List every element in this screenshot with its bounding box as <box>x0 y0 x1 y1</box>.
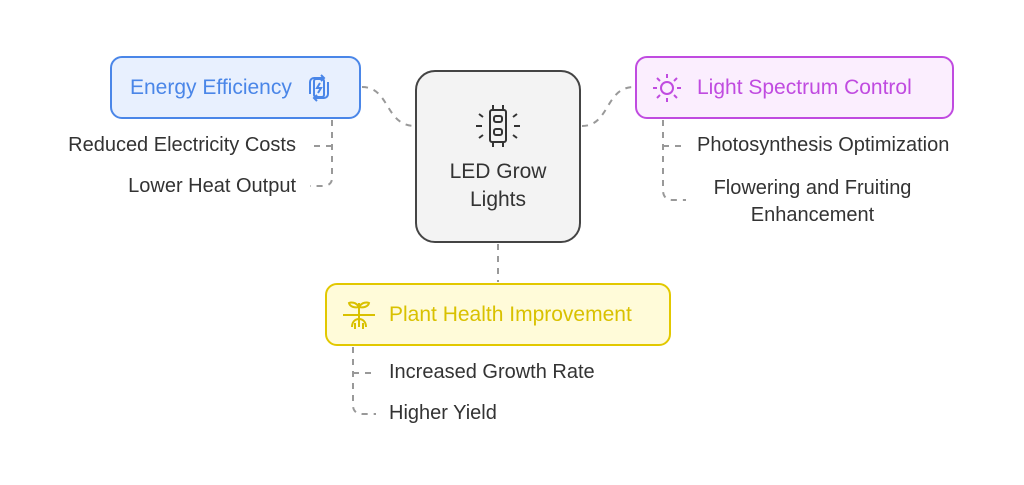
light-spectrum-title: Light Spectrum Control <box>697 75 912 99</box>
energy-item-2: Lower Heat Output <box>128 175 296 197</box>
led-light-icon <box>472 102 524 150</box>
connector-plant-items <box>352 347 376 415</box>
plant-roots-icon <box>341 297 377 333</box>
light-spectrum-node[interactable]: Light Spectrum Control <box>635 56 954 119</box>
battery-recycle-icon <box>306 72 332 104</box>
plant-item-2: Higher Yield <box>389 402 497 424</box>
center-title-line1: LED Grow <box>449 159 547 183</box>
plant-health-title: Plant Health Improvement <box>389 302 632 326</box>
connector-energy <box>361 86 416 127</box>
energy-efficiency-node[interactable]: Energy Efficiency <box>110 56 361 119</box>
energy-efficiency-title: Energy Efficiency <box>130 75 292 99</box>
connector-spectrum <box>581 86 635 127</box>
spectrum-item-1: Photosynthesis Optimization <box>697 134 950 156</box>
spectrum-item-2-line2: Enhancement <box>750 204 875 226</box>
sun-icon <box>651 72 683 104</box>
energy-item-1: Reduced Electricity Costs <box>68 134 296 156</box>
spectrum-item-2: Flowering and Fruiting Enhancement <box>690 175 935 229</box>
led-grow-lights-node[interactable]: LED Grow Lights <box>415 70 581 243</box>
plant-item-1: Increased Growth Rate <box>389 361 595 383</box>
connector-spectrum-items <box>662 120 686 201</box>
center-title-line2: Lights <box>469 187 527 211</box>
plant-health-node[interactable]: Plant Health Improvement <box>325 283 671 346</box>
connector-energy-items <box>310 120 333 187</box>
spectrum-item-2-line1: Flowering and Fruiting <box>713 177 912 199</box>
